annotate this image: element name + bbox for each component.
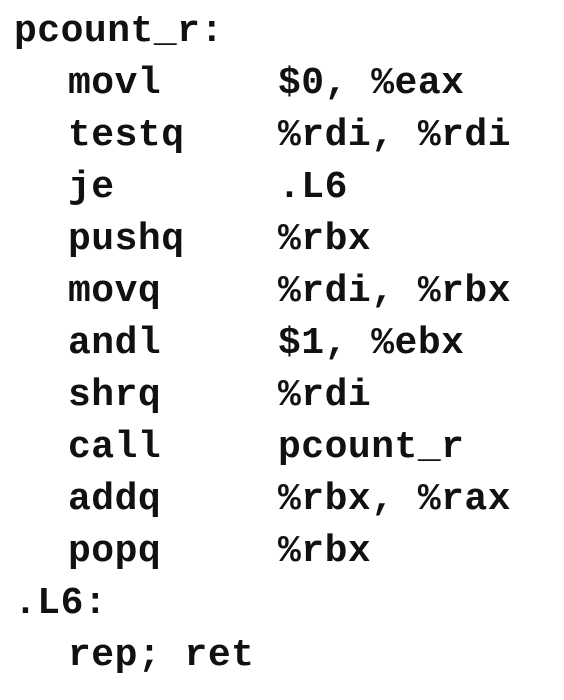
- instruction-mnemonic: movl: [68, 62, 162, 105]
- function-label: pcount_r:: [14, 10, 224, 53]
- instruction-mnemonic: shrq: [68, 374, 162, 417]
- instruction-operands: %rdi, %rdi: [278, 114, 512, 157]
- instruction-operands: %rbx: [278, 530, 372, 573]
- instruction-mnemonic: pushq: [68, 218, 185, 261]
- instruction-mnemonic: popq: [68, 530, 162, 573]
- instruction-operands: %rbx: [278, 218, 372, 261]
- local-label: .L6:: [14, 582, 108, 625]
- final-instruction: rep; ret: [68, 634, 255, 677]
- instruction-mnemonic: addq: [68, 478, 162, 521]
- instruction-operands: %rdi, %rbx: [278, 270, 512, 313]
- instruction-operands: $0, %eax: [278, 62, 465, 105]
- instruction-mnemonic: call: [68, 426, 162, 469]
- instruction-mnemonic: je: [68, 166, 115, 209]
- instruction-operands: %rdi: [278, 374, 372, 417]
- instruction-mnemonic: testq: [68, 114, 185, 157]
- instruction-mnemonic: movq: [68, 270, 162, 313]
- instruction-operands: pcount_r: [278, 426, 465, 469]
- instruction-operands: %rbx, %rax: [278, 478, 512, 521]
- instruction-operands: $1, %ebx: [278, 322, 465, 365]
- instruction-operands: .L6: [278, 166, 348, 209]
- instruction-mnemonic: andl: [68, 322, 162, 365]
